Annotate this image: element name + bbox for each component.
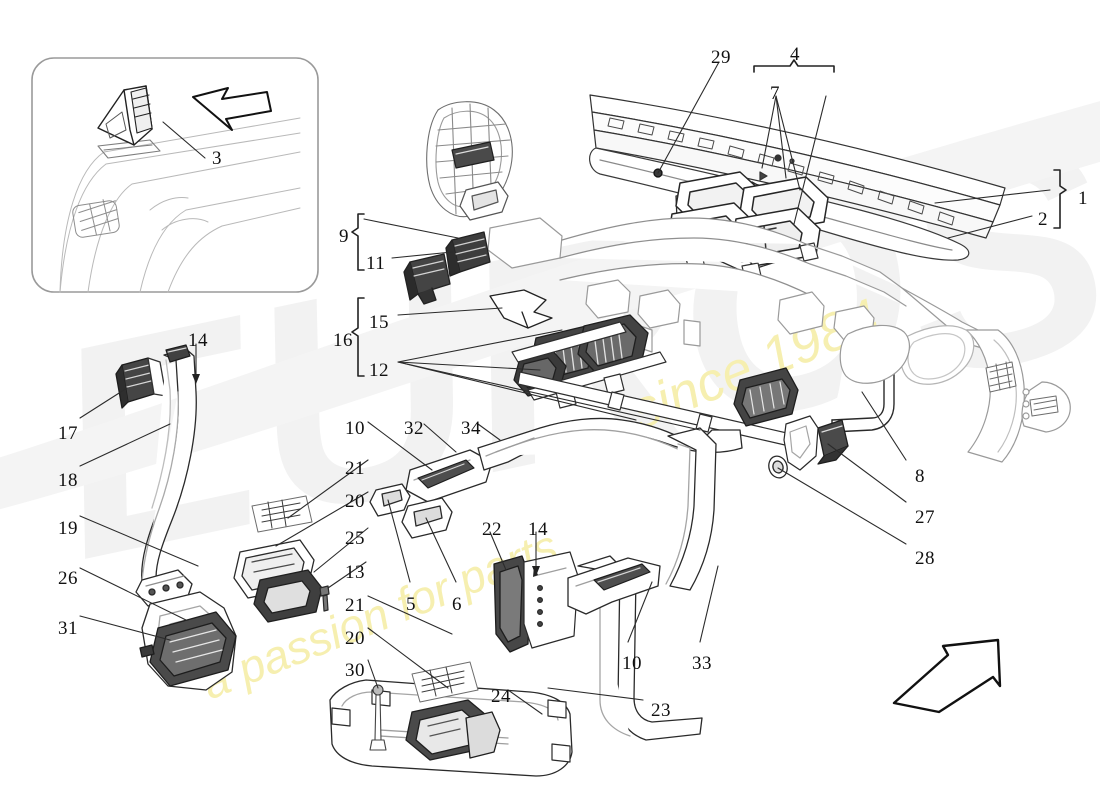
- direction-arrow-right: [892, 638, 1002, 714]
- callout-number-11: 11: [366, 253, 386, 274]
- callout-number-23: 23: [651, 700, 671, 721]
- bracket-part-15: [489, 289, 553, 329]
- callout-number-26: 26: [58, 568, 78, 589]
- callout-number-29: 29: [711, 47, 731, 68]
- callout-number-6: 6: [452, 594, 462, 615]
- callout-number-2: 2: [1038, 209, 1048, 230]
- callout-number-15: 15: [369, 312, 389, 333]
- left-side-duct-assembly: [115, 344, 237, 691]
- callout-number-1: 1: [1078, 188, 1088, 209]
- callout-number-32: 32: [404, 418, 424, 439]
- bracket-9-11: [351, 213, 365, 271]
- callout-number-16: 16: [333, 330, 353, 351]
- callout-number-21: 21: [345, 595, 365, 616]
- right-trim-panels: [839, 324, 1071, 463]
- callout-number-20: 20: [345, 628, 365, 649]
- callout-number-10: 10: [622, 653, 642, 674]
- callout-number-10: 10: [345, 418, 365, 439]
- center-duct-32-34: [369, 417, 743, 539]
- top-left-grid-panel: [426, 101, 513, 221]
- callout-number-31: 31: [58, 618, 78, 639]
- callout-number-28: 28: [915, 548, 935, 569]
- callout-number-22: 22: [482, 519, 502, 540]
- vent-right-dark: [733, 367, 799, 427]
- callout-number-3: 3: [212, 148, 222, 169]
- callout-number-8: 8: [915, 466, 925, 487]
- callout-number-34: 34: [461, 418, 481, 439]
- callout-number-27: 27: [915, 507, 935, 528]
- callout-number-4: 4: [790, 44, 800, 65]
- bottom-tray-assembly: [329, 661, 573, 777]
- callout-number-17: 17: [58, 423, 78, 444]
- vent-part-11: [445, 231, 491, 277]
- bracket-4-7: [753, 59, 835, 73]
- callout-number-7: 7: [770, 83, 780, 104]
- bracket-16: [351, 297, 365, 377]
- callout-number-9: 9: [339, 226, 349, 247]
- callout-number-18: 18: [58, 470, 78, 491]
- callout-number-12: 12: [369, 360, 389, 381]
- upper-duct-network: [487, 217, 997, 353]
- callout-number-21: 21: [345, 458, 365, 479]
- callout-number-25: 25: [345, 528, 365, 549]
- callout-number-14: 14: [188, 330, 208, 351]
- callout-number-14: 14: [528, 519, 548, 540]
- module-part-22: [493, 551, 579, 653]
- callout-leaders: [79, 61, 1051, 715]
- vent-part-9: [403, 253, 451, 305]
- callout-number-30: 30: [345, 660, 365, 681]
- callout-number-20: 20: [345, 491, 365, 512]
- callout-number-24: 24: [491, 686, 511, 707]
- bracket-1-2: [1053, 169, 1067, 229]
- detail-view-box: [31, 57, 319, 293]
- callout-number-33: 33: [692, 653, 712, 674]
- left-mid-module-cluster: [233, 495, 330, 623]
- callout-number-5: 5: [406, 594, 416, 615]
- direction-arrow-left: [192, 87, 272, 131]
- cross-car-rail: [517, 371, 801, 449]
- callout-number-13: 13: [345, 562, 365, 583]
- callout-number-19: 19: [58, 518, 78, 539]
